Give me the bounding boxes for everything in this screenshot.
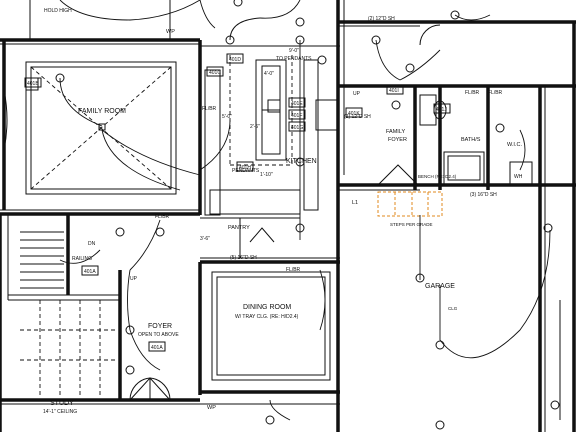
circuit-tag: 401I <box>389 88 399 94</box>
circuit-tag: 401C <box>209 70 221 76</box>
note-hold-high: HOLD HIGH <box>44 8 72 14</box>
circuit-tag: 401D <box>229 57 241 63</box>
wp-labels: WP WP <box>166 29 216 411</box>
circuit-tag: 401E <box>291 101 303 107</box>
note-dn: DN <box>88 241 96 247</box>
light-fixtures <box>55 0 560 430</box>
room-labels: FAMILY ROOM KITCHEN PANTRY DINING ROOM W… <box>43 108 522 415</box>
dining-ceiling <box>211 271 331 381</box>
flbr-label: FL/BR <box>488 90 503 96</box>
family-room-ceiling <box>3 61 177 195</box>
circuit-tag: 401F <box>291 113 302 119</box>
kitchen-casework <box>204 55 339 216</box>
room-label-study: STUDY <box>50 400 74 407</box>
room-note-study: 14'-1" CEILING <box>43 409 77 415</box>
wp-label: WP <box>166 29 175 35</box>
bath-fixtures <box>419 94 533 185</box>
note-bench: BENCH (RE: D2.4) <box>418 174 457 179</box>
room-label-kitchen: KITCHEN <box>286 158 317 165</box>
note-dim-2-6: 2'-6" <box>250 124 260 130</box>
room-label-garage: GARAGE <box>425 283 455 290</box>
circuit-tag: 401K <box>348 111 360 117</box>
room-note-foyer: OPEN TO ABOVE <box>138 332 179 338</box>
room-label-family-room: FAMILY ROOM <box>78 108 126 115</box>
note-dim-3-6: 3'-6" <box>200 236 210 242</box>
flbr-label: FL/BR <box>465 90 480 96</box>
note-to-pendants: TO PENDANTS <box>276 56 312 62</box>
note-sh-12: (2) 12"D SH <box>368 16 395 22</box>
flbr-label: FL/BR <box>155 214 170 220</box>
note-up-2: UP <box>353 91 361 97</box>
note-clg: CLG <box>448 306 458 311</box>
circuit-tag: 401G <box>291 125 303 131</box>
room-label-foyer: FOYER <box>148 323 172 330</box>
note-sh-16: (5) 16"D SH <box>230 255 257 261</box>
wp-label: WP <box>207 405 216 411</box>
note-dim-5-0: 5'-0" <box>222 114 232 120</box>
flbr-labels: FL/BR FL/BR FL/BR FL/BR FL/BR <box>155 90 503 273</box>
circuit-tag: 401H <box>239 165 251 171</box>
note-sh-16b: (3) 16"D SH <box>470 192 497 198</box>
note-l1: L1 <box>352 200 358 206</box>
door-swings <box>129 24 561 420</box>
note-steps: STEPS PER GRADE <box>390 222 433 227</box>
circuit-tag: 401A <box>84 269 96 275</box>
room-label-bath: BATH/S <box>461 137 481 143</box>
garage-steps <box>377 191 443 217</box>
circuit-tag: 401J <box>436 107 447 113</box>
note-dim-9-0: 9'-0" <box>289 48 299 54</box>
note-railing: RAILING <box>72 256 92 262</box>
room-note-dining: W/ TRAY CLG. (RE: H/D2.4) <box>235 314 299 320</box>
note-wh: WH <box>514 174 523 180</box>
circuit-tag: 401A <box>151 345 163 351</box>
flbr-label: FL/BR <box>202 106 217 112</box>
stairs <box>20 231 118 398</box>
flbr-label: FL/BR <box>286 267 301 273</box>
room-label-dining-room: DINING ROOM <box>243 304 291 311</box>
room-label-pantry: PANTRY <box>228 225 250 231</box>
circuit-tag: 401B <box>27 81 39 87</box>
note-dim-1-10: 1'-10" <box>260 172 273 178</box>
wiring <box>59 0 551 421</box>
circuit-tags: 401B 401D 401C 401E 401F 401G 401H 401I … <box>24 53 451 352</box>
note-up: UP <box>130 276 138 282</box>
room-label-family-foyer-1: FAMILY <box>386 129 405 135</box>
note-dim-4-0: 4'-0" <box>264 71 274 77</box>
room-label-family-foyer-2: FOYER <box>388 137 407 143</box>
room-label-wic: W.I.C. <box>507 142 522 148</box>
